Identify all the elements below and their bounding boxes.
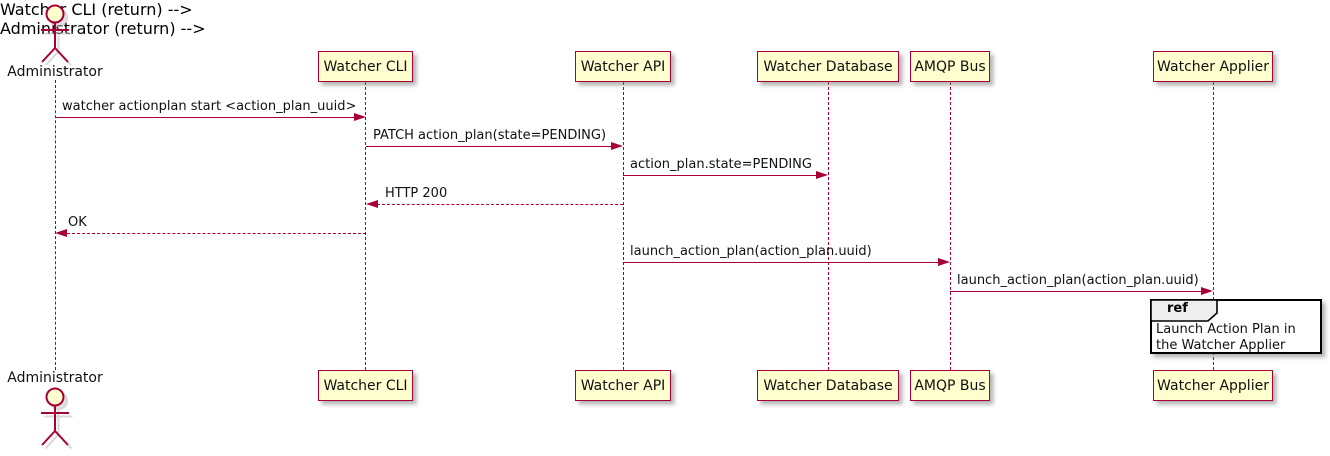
message-line [377, 204, 623, 205]
participant-watcher-api-top: Watcher API [575, 51, 671, 82]
participant-watcher-api-bottom: Watcher API [575, 370, 671, 401]
arrowhead-right-icon [611, 141, 623, 150]
lifeline-amqp-bus [949, 82, 951, 370]
message-line [623, 175, 816, 176]
arrowhead-left-icon [365, 199, 378, 208]
actor-figure-bottom-icon [41, 387, 73, 450]
participant-watcher-cli-bottom: Watcher CLI [318, 370, 413, 401]
arrowhead-right-icon [353, 112, 366, 121]
message-label: OK [68, 215, 87, 230]
actor-name-bottom: Administrator [7, 370, 103, 386]
arrowhead-right-icon [815, 170, 828, 179]
ref-fragment: ref Launch Action Plan in the Watcher Ap… [1150, 299, 1322, 354]
message-line [55, 117, 355, 118]
participant-watcher-database-top: Watcher Database [757, 51, 899, 82]
message-line [950, 291, 1201, 292]
ref-text: Launch Action Plan in the Watcher Applie… [1156, 322, 1296, 354]
arrowhead-right-icon [1200, 286, 1213, 295]
participant-watcher-cli-top: Watcher CLI [318, 51, 413, 82]
participant-watcher-database-bottom: Watcher Database [757, 370, 899, 401]
arrowhead-right-icon [937, 257, 950, 266]
participant-amqp-bus-bottom: AMQP Bus [910, 370, 990, 401]
participant-watcher-applier-top: Watcher Applier [1153, 51, 1273, 82]
message-label: launch_action_plan(action_plan.uuid) [630, 244, 872, 259]
message-line [365, 146, 612, 147]
arrowhead-left-icon [55, 228, 67, 237]
message-line [623, 262, 938, 263]
message-line [66, 233, 366, 234]
lifeline-administrator [54, 80, 56, 370]
lifeline-watcher-cli [365, 82, 366, 370]
actor-name-top: Administrator [7, 64, 103, 80]
participant-amqp-bus-top: AMQP Bus [910, 51, 990, 82]
ref-header-pentagon-icon [1150, 299, 1218, 322]
message-label: HTTP 200 [385, 186, 448, 201]
lifeline-watcher-database [827, 82, 829, 370]
message-label: PATCH action_plan(state=PENDING) [373, 128, 607, 143]
lifeline-watcher-applier [1212, 82, 1214, 370]
message-label: launch_action_plan(action_plan.uuid) [957, 273, 1199, 288]
message-label: action_plan.state=PENDING [630, 157, 812, 172]
participant-watcher-applier-bottom: Watcher Applier [1153, 370, 1273, 401]
ref-keyword: ref [1167, 301, 1188, 316]
actor-figure-top-icon [41, 4, 73, 65]
message-label: watcher actionplan start <action_plan_uu… [62, 99, 357, 114]
lifeline-watcher-api [622, 82, 624, 370]
